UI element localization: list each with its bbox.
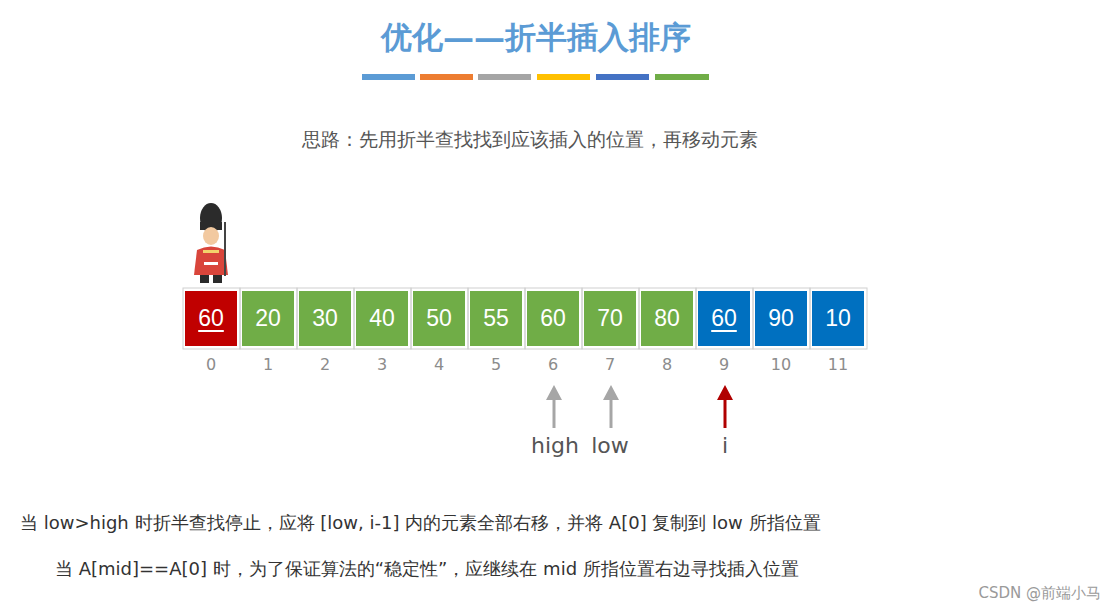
index-number: 1 <box>263 355 273 374</box>
note: 当 low>high 时折半查找停止，应将 [low, i-1] 内的元素全部右… <box>20 511 821 535</box>
cell-value: 55 <box>483 305 509 332</box>
index-number: 5 <box>491 355 501 374</box>
cell-value: 10 <box>825 305 851 332</box>
watermark: CSDN @前端小马 <box>978 584 1101 603</box>
array-cell: 60 <box>527 291 579 346</box>
index-number: 8 <box>662 355 672 374</box>
cell-value: 50 <box>426 305 452 332</box>
pointer-label: i <box>722 433 728 458</box>
cell-value: 60 <box>540 305 566 332</box>
cell-value: 60 <box>198 305 224 332</box>
cell-value: 40 <box>369 305 395 332</box>
index-number: 6 <box>548 355 558 374</box>
cell-value: 60 <box>711 305 737 332</box>
index-number: 2 <box>320 355 330 374</box>
array-cell: 90 <box>755 291 807 346</box>
index-number: 0 <box>206 355 216 374</box>
array-cell: 30 <box>299 291 351 346</box>
subtitle: 思路：先用折半查找找到应该插入的位置，再移动元素 <box>302 127 758 153</box>
index-number: 4 <box>434 355 444 374</box>
index-number: 9 <box>719 355 729 374</box>
note: 当 A[mid]==A[0] 时，为了保证算法的“稳定性”，应继续在 mid 所… <box>55 557 799 581</box>
array-cell: 60 <box>185 291 237 346</box>
array-cell: 10 <box>812 291 864 346</box>
pointer-label: low <box>591 433 629 458</box>
array-cell: 55 <box>470 291 522 346</box>
array-cell: 40 <box>356 291 408 346</box>
index-number: 3 <box>377 355 387 374</box>
cell-value: 80 <box>654 305 680 332</box>
cell-value: 30 <box>312 305 338 332</box>
color-bar <box>362 74 709 80</box>
title: 优化——折半插入排序 <box>381 17 691 59</box>
array-cell: 70 <box>584 291 636 346</box>
index-number: 10 <box>771 355 791 374</box>
guard-figure <box>194 203 228 283</box>
array-cell: 60 <box>698 291 750 346</box>
index-number: 11 <box>828 355 848 374</box>
array-cell: 20 <box>242 291 294 346</box>
index-number: 7 <box>605 355 615 374</box>
pointer-arrows <box>546 385 733 428</box>
pointer-label: high <box>531 433 579 458</box>
array-frame <box>183 288 867 349</box>
cell-value: 70 <box>597 305 623 332</box>
array-cell: 80 <box>641 291 693 346</box>
array-cell: 50 <box>413 291 465 346</box>
cell-value: 20 <box>255 305 281 332</box>
cell-value: 90 <box>768 305 794 332</box>
